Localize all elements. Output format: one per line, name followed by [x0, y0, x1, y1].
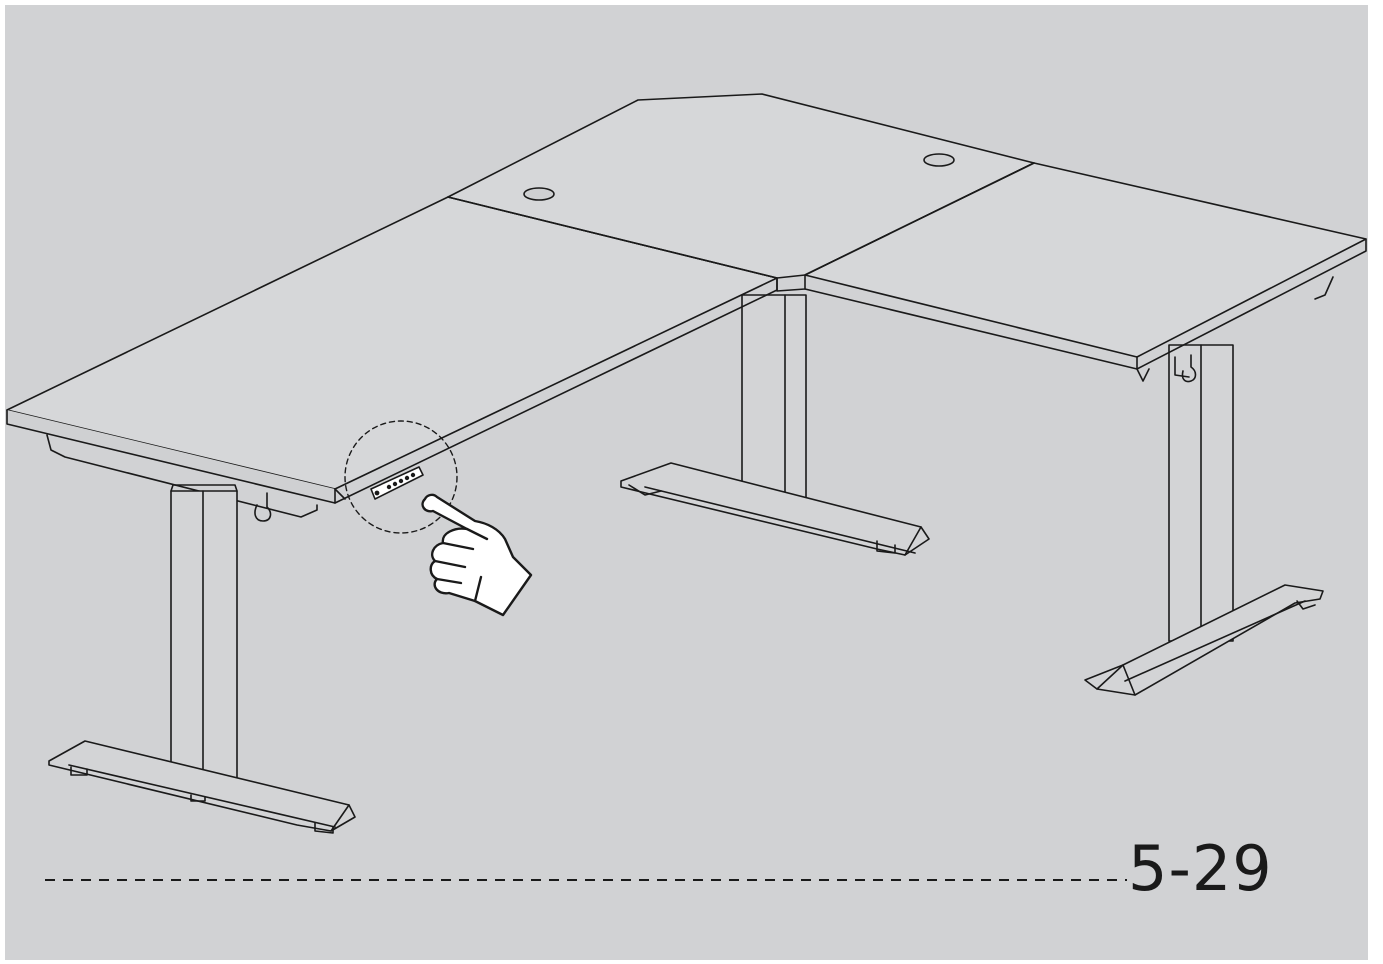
desk-drawing	[6, 93, 1367, 834]
callout-circle	[344, 420, 458, 534]
desktop	[6, 93, 1367, 504]
control-panel-icon	[370, 466, 424, 500]
pointing-hand-icon	[421, 493, 533, 617]
under-frame	[46, 276, 1334, 522]
grommet-left	[523, 187, 555, 201]
illustration-panel	[5, 5, 1368, 960]
front-left-leg	[48, 484, 356, 834]
step-number: 5-29	[1128, 832, 1273, 905]
grommet-right	[923, 153, 955, 167]
right-leg	[1084, 344, 1324, 696]
back-leg	[620, 294, 930, 556]
l-desk-illustration	[5, 5, 1368, 960]
